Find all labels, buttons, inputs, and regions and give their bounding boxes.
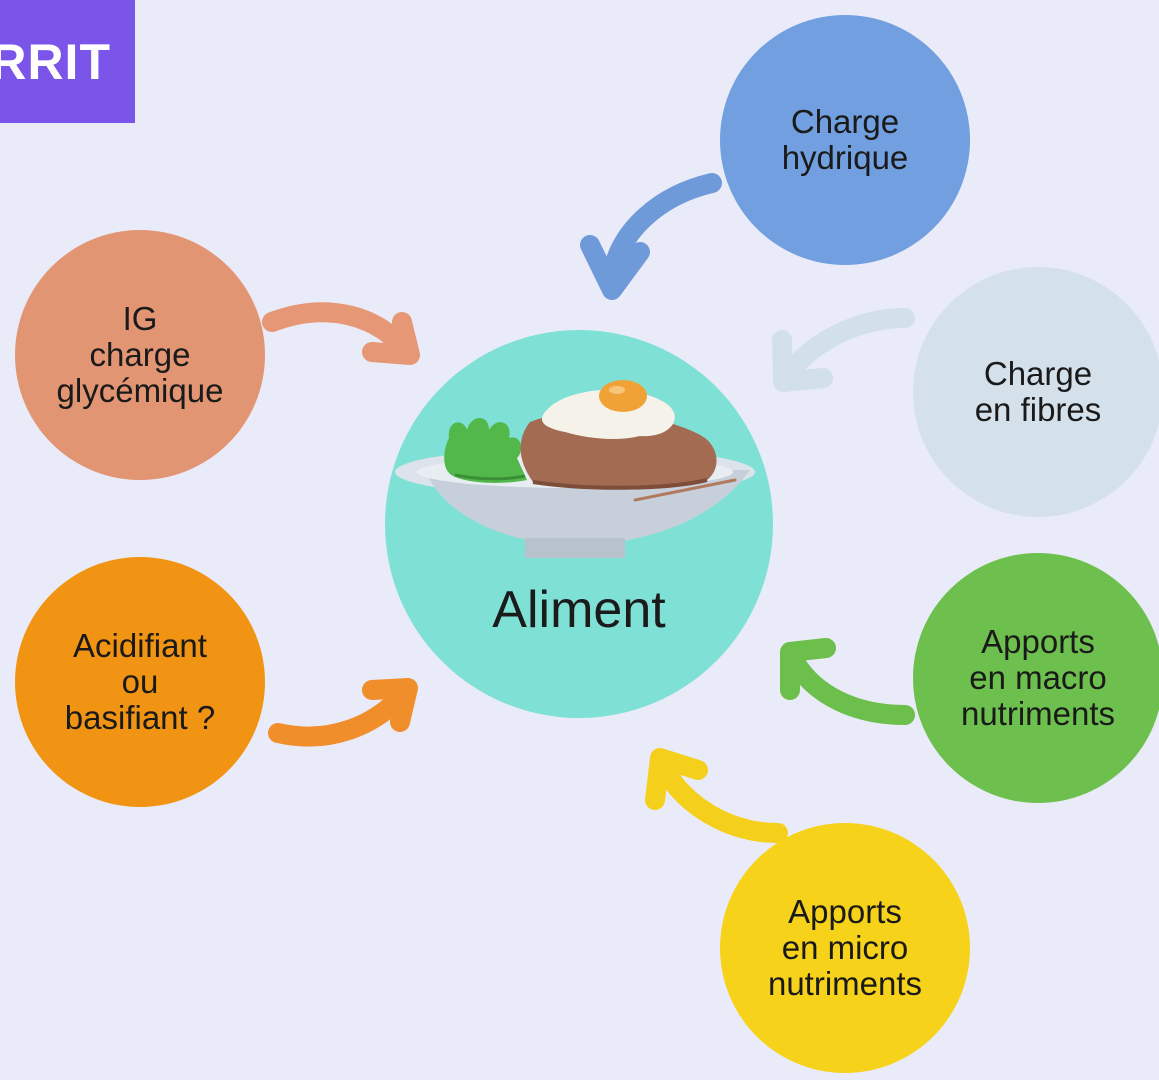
arrow-acidifiant (268, 678, 418, 747)
node-apports-macro-label: Apports en macro nutriments (960, 623, 1116, 732)
center-label: Aliment (492, 581, 666, 639)
arrow-ig-charge (262, 302, 420, 365)
node-apports-macro: Apports en macro nutriments (913, 553, 1159, 803)
arrow-apports-macro (780, 638, 915, 725)
node-ig-charge: IG charge glycémique (15, 230, 265, 480)
node-acidifiant: Acidifiant ou basifiant ? (15, 557, 265, 807)
node-charge-fibres-label: Charge en fibres (974, 355, 1102, 428)
center-aliment-circle: Aliment (385, 330, 773, 718)
brand-banner: RRIT (0, 0, 135, 123)
arrow-charge-fibres (772, 308, 915, 392)
node-ig-charge-label: IG charge glycémique (56, 300, 224, 409)
plate-illustration (395, 380, 755, 558)
node-apports-micro-label: Apports en micro nutriments (767, 893, 923, 1002)
arrow-apports-micro (645, 748, 788, 843)
node-apports-micro: Apports en micro nutriments (720, 823, 970, 1073)
node-charge-fibres: Charge en fibres (913, 267, 1159, 517)
node-charge-hydrique-label: Charge hydrique (781, 103, 909, 176)
node-charge-hydrique: Charge hydrique (720, 15, 970, 265)
arrow-charge-hydrique (580, 173, 722, 300)
node-acidifiant-label: Acidifiant ou basifiant ? (64, 627, 216, 736)
